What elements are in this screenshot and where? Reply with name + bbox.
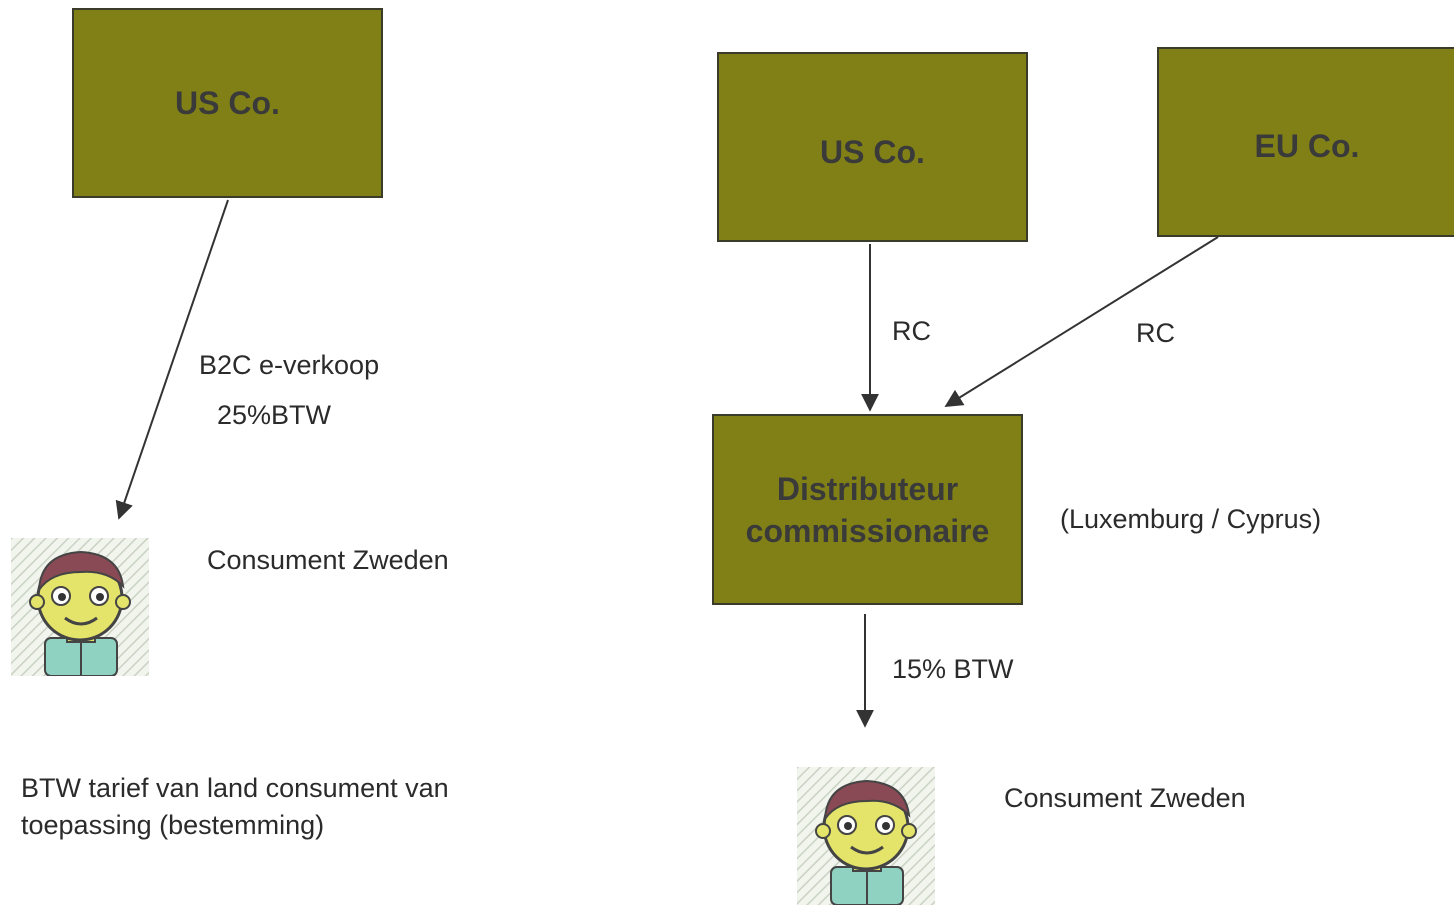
right-vat-label: 15% BTW [892, 654, 1014, 684]
rc-label-eu: RC [1136, 318, 1175, 348]
arrow-euco-to-distributor [944, 236, 1219, 407]
rc-label-us: RC [892, 316, 931, 346]
note-line-1: BTW tarief van land consument van [21, 773, 449, 803]
b2c-sale-label: B2C e-verkoop [199, 350, 380, 380]
right-consumer-label: Consument Zweden [1004, 783, 1246, 813]
distributor-label-line1: Distributeur [776, 470, 959, 507]
right-us-co-label: US Co. [820, 134, 925, 170]
distributor-box: Distributeur commissionaire [712, 414, 1023, 605]
note-line-2: toepassing (bestemming) [21, 810, 325, 840]
eu-co-label: EU Co. [1254, 128, 1360, 164]
destination-rule-note: BTW tarief van land consument van toepas… [21, 770, 449, 844]
consumer-avatar-icon [797, 767, 935, 905]
consumer-avatar-icon [11, 538, 149, 676]
left-consumer-label: Consument Zweden [207, 545, 449, 575]
left-us-co-label: US Co. [175, 85, 280, 121]
eu-co-box: EU Co. [1157, 47, 1454, 237]
left-us-co-box: US Co. [72, 8, 383, 198]
distributor-label-line2: commissionaire [745, 512, 990, 549]
location-label: (Luxemburg / Cyprus) [1060, 504, 1322, 534]
right-us-co-box: US Co. [717, 52, 1028, 242]
arrow-usco-to-consumer [115, 199, 229, 520]
left-vat-label: 25%BTW [217, 400, 332, 430]
